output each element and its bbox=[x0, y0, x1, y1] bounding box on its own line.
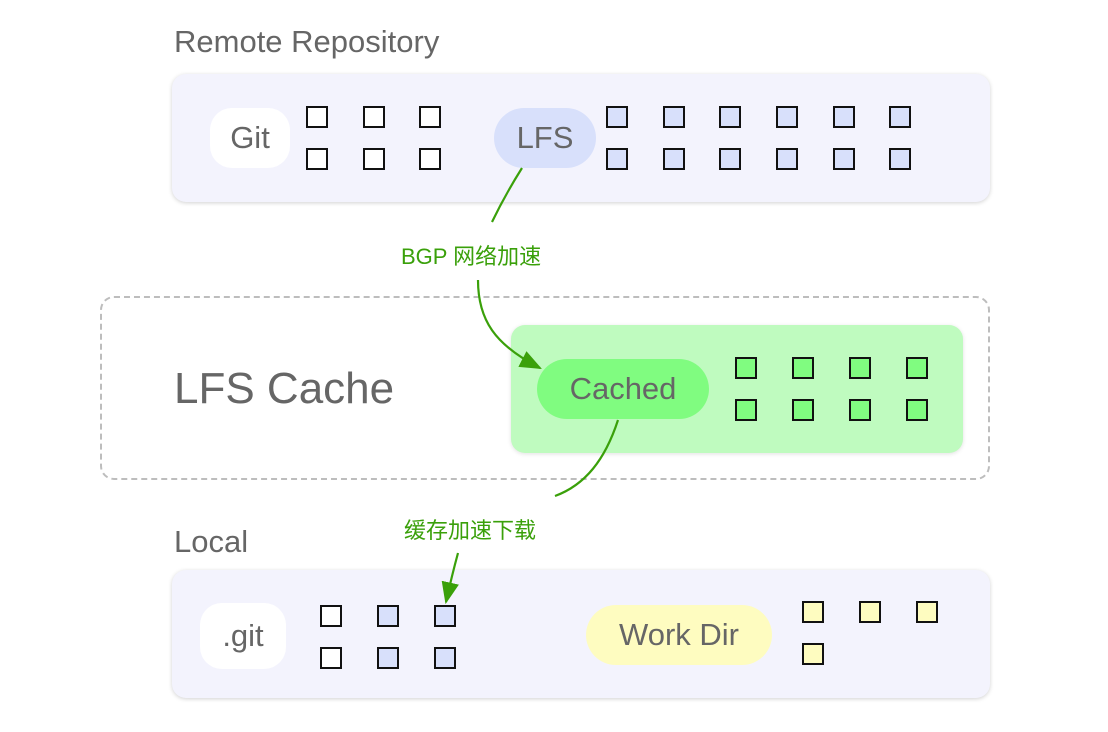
git-object bbox=[363, 106, 385, 128]
cached-object bbox=[906, 357, 928, 379]
cached-object bbox=[792, 357, 814, 379]
lfs-object bbox=[889, 106, 911, 128]
lfs-object bbox=[833, 148, 855, 170]
remote-lfs-node: LFS bbox=[494, 108, 596, 168]
remote-git-node: Git bbox=[210, 108, 290, 168]
git-object bbox=[419, 106, 441, 128]
workdir-object bbox=[916, 601, 938, 623]
lfs-object bbox=[377, 605, 399, 627]
cached-object bbox=[735, 399, 757, 421]
workdir-node: Work Dir bbox=[586, 605, 772, 665]
remote-repository-panel: Git LFS bbox=[172, 74, 990, 202]
cached-node: Cached bbox=[537, 359, 709, 419]
cached-object bbox=[735, 357, 757, 379]
lfs-cache-title: LFS Cache bbox=[174, 364, 395, 413]
edge-label-bgp: BGP 网络加速 bbox=[401, 244, 542, 269]
lfs-object bbox=[663, 148, 685, 170]
workdir-object bbox=[802, 643, 824, 665]
cached-object bbox=[792, 399, 814, 421]
git-object bbox=[363, 148, 385, 170]
lfs-object bbox=[434, 647, 456, 669]
lfs-object bbox=[434, 605, 456, 627]
lfs-object bbox=[663, 106, 685, 128]
git-object bbox=[419, 148, 441, 170]
lfs-object bbox=[776, 106, 798, 128]
cached-object bbox=[849, 357, 871, 379]
remote-repository-title: Remote Repository bbox=[174, 24, 440, 59]
git-object bbox=[306, 106, 328, 128]
git-object bbox=[320, 605, 342, 627]
edge-label-cache-download: 缓存加速下载 bbox=[404, 518, 537, 543]
local-title: Local bbox=[174, 524, 249, 559]
lfs-object bbox=[606, 106, 628, 128]
cached-object bbox=[906, 399, 928, 421]
lfs-object bbox=[833, 106, 855, 128]
lfs-object bbox=[719, 148, 741, 170]
cached-object bbox=[849, 399, 871, 421]
lfs-cache-frame bbox=[100, 296, 990, 480]
local-panel: .git Work Dir bbox=[172, 570, 990, 698]
lfs-object bbox=[377, 647, 399, 669]
git-object bbox=[320, 647, 342, 669]
lfs-object bbox=[719, 106, 741, 128]
cache-panel: Cached bbox=[511, 325, 963, 453]
lfs-object bbox=[889, 148, 911, 170]
workdir-object bbox=[859, 601, 881, 623]
lfs-object bbox=[606, 148, 628, 170]
local-git-node: .git bbox=[200, 603, 286, 669]
lfs-object bbox=[776, 148, 798, 170]
git-object bbox=[306, 148, 328, 170]
workdir-object bbox=[802, 601, 824, 623]
